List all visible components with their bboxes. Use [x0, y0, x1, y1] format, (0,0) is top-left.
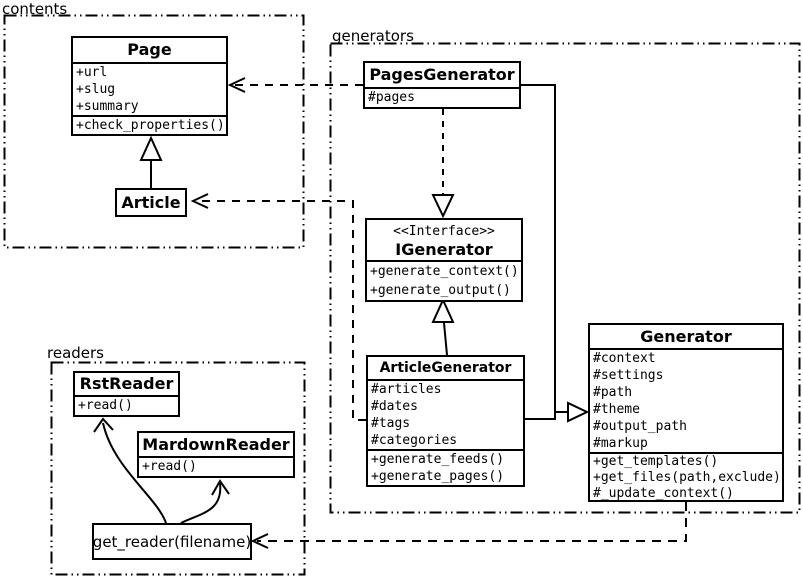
class-mardownreader-methods: +read(): [139, 456, 293, 476]
method: +read(): [142, 459, 197, 474]
class-mardownreader-title: MardownReader: [142, 435, 290, 454]
edge-generator-to-getreader: [250, 502, 687, 549]
class-rstreader-title: RstReader: [79, 374, 174, 393]
class-generator-title: Generator: [640, 327, 732, 346]
class-articlegenerator: ArticleGenerator #articles #dates #tags …: [366, 355, 525, 487]
method: +get_templates(): [593, 454, 719, 469]
class-igenerator-title: IGenerator: [395, 240, 493, 259]
edge-articlegenerator-to-article: [190, 193, 366, 421]
class-pagesgenerator-title: PagesGenerator: [369, 65, 515, 84]
method: +read(): [78, 398, 133, 413]
attribute: +url: [76, 65, 108, 80]
attribute: #dates: [371, 399, 418, 414]
method: +generate_feeds(): [371, 452, 505, 467]
edge-pagesgenerator-to-generator: [520, 84, 568, 413]
class-generator-methods: +get_templates() +get_files(path,exclude…: [590, 452, 782, 501]
class-page-title: Page: [127, 40, 172, 59]
package-contents-border: [3, 14, 305, 249]
attribute: #tags: [371, 416, 411, 431]
class-generator-attributes: #context #settings #path #theme #output_…: [590, 348, 782, 452]
class-igenerator-methods: +generate_context() +generate_output(): [367, 260, 521, 300]
attribute: #categories: [371, 433, 458, 448]
edge-articlegenerator-to-igenerator: [431, 297, 455, 356]
attribute: #context: [593, 351, 656, 366]
class-rstreader-methods: +read(): [75, 395, 178, 415]
method: +check_properties(): [76, 118, 225, 133]
method: #_update_context(): [593, 486, 734, 501]
edge-getreader-to-rstreader: [93, 417, 167, 524]
class-rstreader: RstReader +read(): [73, 371, 180, 417]
class-page: Page +url +slug +summary +check_properti…: [71, 36, 228, 136]
method: +generate_output(): [370, 283, 511, 298]
method: +generate_pages(): [371, 469, 505, 484]
attribute: +slug: [76, 82, 116, 97]
attribute: #output_path: [593, 419, 687, 434]
method: +generate_context(): [370, 264, 519, 279]
edge-getreader-to-mardownreader: [180, 479, 230, 524]
package-label-generators: generators: [332, 27, 414, 45]
attribute: #path: [593, 385, 633, 400]
class-pagesgenerator-attributes: #pages: [365, 87, 519, 107]
edge-pagesgenerator-to-page: [227, 77, 363, 93]
package-generators-border: [329, 42, 801, 514]
package-label-readers: readers: [47, 344, 104, 362]
node-get-reader-label: get_reader(filename): [92, 532, 252, 551]
class-articlegenerator-attributes: #articles #dates #tags #categories: [368, 379, 523, 449]
class-articlegenerator-title: ArticleGenerator: [379, 360, 512, 376]
edge-pagesgenerator-to-igenerator: [431, 109, 455, 219]
class-igenerator-stereotype: <<Interface>>: [393, 224, 495, 239]
attribute: #settings: [593, 368, 664, 383]
method: +get_files(path,exclude): [593, 470, 781, 485]
class-article: Article: [115, 188, 187, 217]
class-article-title: Article: [121, 193, 181, 212]
node-get-reader: get_reader(filename): [92, 523, 252, 560]
attribute: +summary: [76, 99, 139, 114]
edge-articlegenerator-to-generator: [525, 401, 590, 423]
attribute: #pages: [368, 90, 415, 105]
class-articlegenerator-methods: +generate_feeds() +generate_pages(): [368, 449, 523, 485]
attribute: #theme: [593, 402, 640, 417]
package-label-contents: contents: [2, 0, 68, 18]
attribute: #articles: [371, 382, 442, 397]
class-generator: Generator #context #settings #path #them…: [588, 323, 784, 502]
class-pagesgenerator: PagesGenerator #pages: [363, 61, 521, 109]
attribute: #markup: [593, 436, 648, 451]
edge-article-to-page: [139, 135, 163, 188]
package-readers-border: [50, 361, 306, 576]
class-page-methods: +check_properties(): [73, 115, 226, 134]
class-page-attributes: +url +slug +summary: [73, 62, 226, 115]
class-igenerator: <<Interface>> IGenerator +generate_conte…: [365, 218, 523, 302]
class-mardownreader: MardownReader +read(): [137, 431, 295, 478]
